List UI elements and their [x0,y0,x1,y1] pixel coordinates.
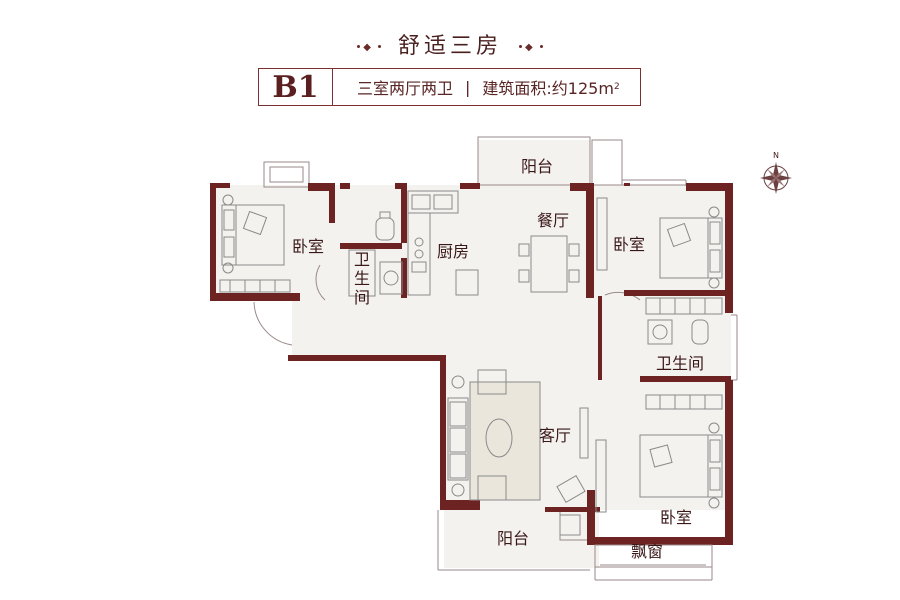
plan-title: ◆ 舒适三房 ◆ [0,28,900,60]
unit-area: 建筑面积:约125m [482,79,614,98]
bed-left [219,194,291,293]
bay-window-frame [594,544,713,568]
compass-north-label: N [773,151,779,160]
label-bedroom-bottom: 卧室 [660,508,692,527]
walls [210,183,733,545]
kitchen-fixtures [407,190,479,296]
bed-right [596,197,723,289]
unit-layout: 三室两厅两卫 [357,79,454,98]
right-ornament: ◆ [516,42,546,53]
plan-title-text: 舒适三房 [397,34,502,59]
label-bathroom-left-1: 卫 [354,250,370,269]
label-bathroom-left-2: 生 [354,269,370,288]
bed-bottom [595,422,723,513]
label-bedroom-right: 卧室 [613,235,645,254]
thin-walls [253,136,738,581]
label-bathroom-left-3: 间 [354,288,370,307]
left-ornament: ◆ [354,42,384,53]
label-dining: 餐厅 [537,211,569,230]
label-bedroom-left: 卧室 [292,237,324,256]
label-bay-window: 飘窗 [631,542,663,561]
bathroom-right-fixtures [645,297,723,410]
label-balcony-bottom: 阳台 [497,529,529,548]
compass-icon: N [760,151,792,194]
label-kitchen: 厨房 [437,242,469,261]
label-bathroom-right: 卫生间 [656,354,704,373]
living-furniture [447,369,589,536]
label-balcony-top: 阳台 [521,157,553,176]
dining-table [518,235,580,293]
bathroom-left-fixtures [348,211,403,297]
unit-code: B1 [259,69,333,105]
room-labels: 阳台 卧室 卫 生 间 厨房 餐厅 卧室 卫生间 客厅 卧室 阳台 飘窗 [292,157,704,561]
spec-separator: | [465,77,471,97]
label-living: 客厅 [539,426,571,445]
unit-area-sup: 2 [613,82,620,92]
